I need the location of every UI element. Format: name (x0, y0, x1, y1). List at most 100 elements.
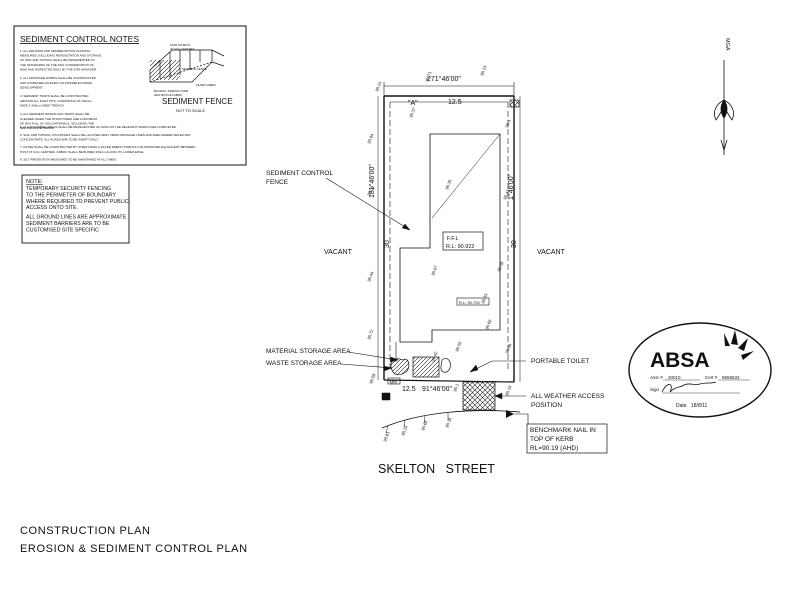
spot-level: 90.56 (504, 342, 513, 354)
spot-level: 90.07 (430, 264, 439, 276)
mm-box (387, 377, 401, 385)
absa-brand: ABSA (650, 349, 710, 372)
spot-level: 90.34 (366, 184, 375, 196)
all-weather-label-1: ALL WEATHER ACCESS (531, 393, 605, 400)
spot-level: 90.64 (366, 132, 375, 144)
spot-level: 90.55 (454, 340, 463, 352)
notes-title: SEDIMENT CONTROL NOTES (20, 34, 139, 44)
material-storage-label: MATERIAL STORAGE AREA (266, 348, 351, 355)
storage-areas (390, 356, 496, 411)
note-box-line: ACCESS ONTO SITE. (26, 205, 78, 211)
spot-level: 90.35 (444, 178, 453, 190)
note-line: DEVELOPMENT. (20, 85, 43, 89)
bottom-bearing: 91°46'00" (422, 385, 452, 393)
spot-level: 90.37 (408, 106, 417, 118)
ffl-line1: F.F.L (447, 236, 459, 242)
arrow-heads (383, 223, 503, 400)
spot-level: 90.58 (496, 260, 505, 272)
note-line: POST AT 3.0m CENTRES. FABRIC SHALL BE BU… (20, 150, 144, 154)
cert-no: 8658533 (722, 375, 740, 380)
ffl-line2: R.L: 90.922 (446, 244, 474, 250)
fence-detail-label: SEDIMENT FENCE (182, 67, 207, 71)
right-length: 30 (511, 240, 518, 248)
note-line: 3. SEDIMENT TRAPS SHALL BE CONSTRUCTED (20, 94, 89, 98)
benchmark-line2: TOP OF KERB (530, 436, 573, 443)
bottom-width: 12.5 (402, 386, 416, 393)
spot-level: 90.13 (479, 64, 488, 76)
right-bearing: 1°46'00" (507, 173, 515, 200)
note-line: THE STANDARDS OF THE SOIL CONSERVATION O… (20, 63, 94, 67)
date-label: Date (676, 403, 687, 409)
note-line: AROUND ALL INLET PITS, CONSISTING OF 300… (20, 99, 92, 103)
assr-label: Assr # (650, 375, 663, 380)
benchmark-marker-icon (506, 410, 514, 418)
fence-detail-label: GEOTEXTILE FABRIC (154, 93, 182, 97)
right-vacant: VACANT (537, 249, 566, 256)
north-arrow-icon (714, 60, 734, 155)
top-bearing: 271°46'00" (427, 75, 461, 83)
note-line: WIDE X 300mm DEEP TRENCH. (20, 103, 65, 107)
notes-text: 1. ALL EROSION AND SEDIMENTATION CONTROL… (20, 49, 195, 162)
kerb-level: 90.61 (382, 430, 391, 442)
benchmark-line1: BENCHMARK NAIL IN (530, 427, 596, 434)
fence-detail-label: BACKFILL TRENCH OVER (154, 89, 188, 93)
fence-title: SEDIMENT FENCE (162, 97, 233, 106)
fence-detail-label: FILTER FABRIC (196, 83, 216, 87)
footer-line2: EROSION & SEDIMENT CONTROL PLAN (20, 543, 248, 555)
sediment-fence-label-1: SEDIMENT CONTROL (266, 170, 333, 177)
spot-level: 90.44 (366, 270, 375, 282)
note-line: 2. ALL DRAINAGE WORKS SHALL BE CONSTRUCT… (20, 76, 97, 80)
footer-line1: CONSTRUCTION PLAN (20, 525, 151, 537)
all-weather-label-2: POSITION (531, 402, 562, 409)
fence-detail-label: AT 3.0m CENTRES (170, 47, 195, 51)
sediment-fence-label-2: FENCE (266, 179, 289, 186)
note-line: 7. FILTER SHALL BE CONSTRUCTED BY STRETC… (20, 145, 195, 149)
sediment-fence-detail (149, 49, 225, 83)
note-line: 4. ALL SEDIMENT BASINS AND TRAPS SHALL B… (20, 112, 89, 116)
fence-detail-label: STAR PICKETS (170, 43, 190, 47)
north-label: MGA (724, 38, 730, 51)
note-line: OF 60% FULL OF SOIL MATERIALS, INCLUDING… (20, 121, 94, 125)
note-box-line: SEDIMENT BARRIERS ARE TO BE (26, 221, 110, 227)
assr-no: 20010 (668, 375, 681, 380)
marker-icon (381, 392, 391, 401)
note-line: CLEANED WHEN THE STRUCTURES ARE A MAXIMU… (20, 117, 97, 121)
date-value: 18/8/11 (691, 403, 708, 409)
note-box-line: WHERE REQUIRED TO PREVENT PUBLIC (26, 199, 129, 205)
note-line: 6. SOIL AND TOPSOIL STOCKPILES SHALL BE … (20, 133, 191, 137)
note-box-line: TO THE PERIMETER OF BOUNDARY (26, 192, 116, 198)
spot-level: 90.72 (366, 328, 375, 340)
small-level-box (456, 297, 490, 306)
spot-levels: 90.2490.7190.1390.6490.390.3790.3490.359… (366, 64, 513, 396)
signature-icon (661, 381, 717, 393)
note-heading: NOTE: (26, 179, 43, 185)
pit-icon (509, 99, 520, 108)
small-level-label: R.L: 90.700 (459, 300, 480, 305)
absa-logo-icon (724, 330, 754, 360)
note-box-line: TEMPORARY SECURITY FENCING (26, 186, 111, 192)
sign-label: Sign (650, 387, 660, 392)
benchmark-box (526, 423, 608, 454)
top-width: 12.5 (448, 99, 462, 106)
mm-label: MM (390, 379, 398, 384)
spot-level: 90.24 (374, 80, 383, 92)
note-line: 5. ALL DISTURBED AREAS SHALL BE REVEGETA… (20, 125, 177, 129)
kerb-level: 90.25 (400, 424, 409, 436)
ffl-box (442, 231, 484, 251)
spot-level: 90.42 (430, 350, 439, 362)
note-line: MEASURES, INCLUDING REVEGETATION AND STO… (20, 54, 101, 58)
note-line: NSW AND INSPECTED DAILY BY THE SITE MANA… (20, 67, 97, 71)
spot-level: 90.43 (502, 188, 511, 200)
benchmark-line3: RL=90.19 (AHD) (530, 445, 578, 452)
left-length: 30 (384, 240, 391, 248)
kerb-line (381, 410, 521, 429)
note-line: 8. SILT PREVENTION MEASURES TO BE MAINTA… (20, 158, 117, 162)
waste-storage-label: WASTE STORAGE AREA (266, 360, 342, 367)
note-line: MAINTENANCE PERIOD. (20, 126, 55, 130)
note-box-line: ALL GROUND LINES ARE APPROXIMATE. (26, 215, 127, 221)
